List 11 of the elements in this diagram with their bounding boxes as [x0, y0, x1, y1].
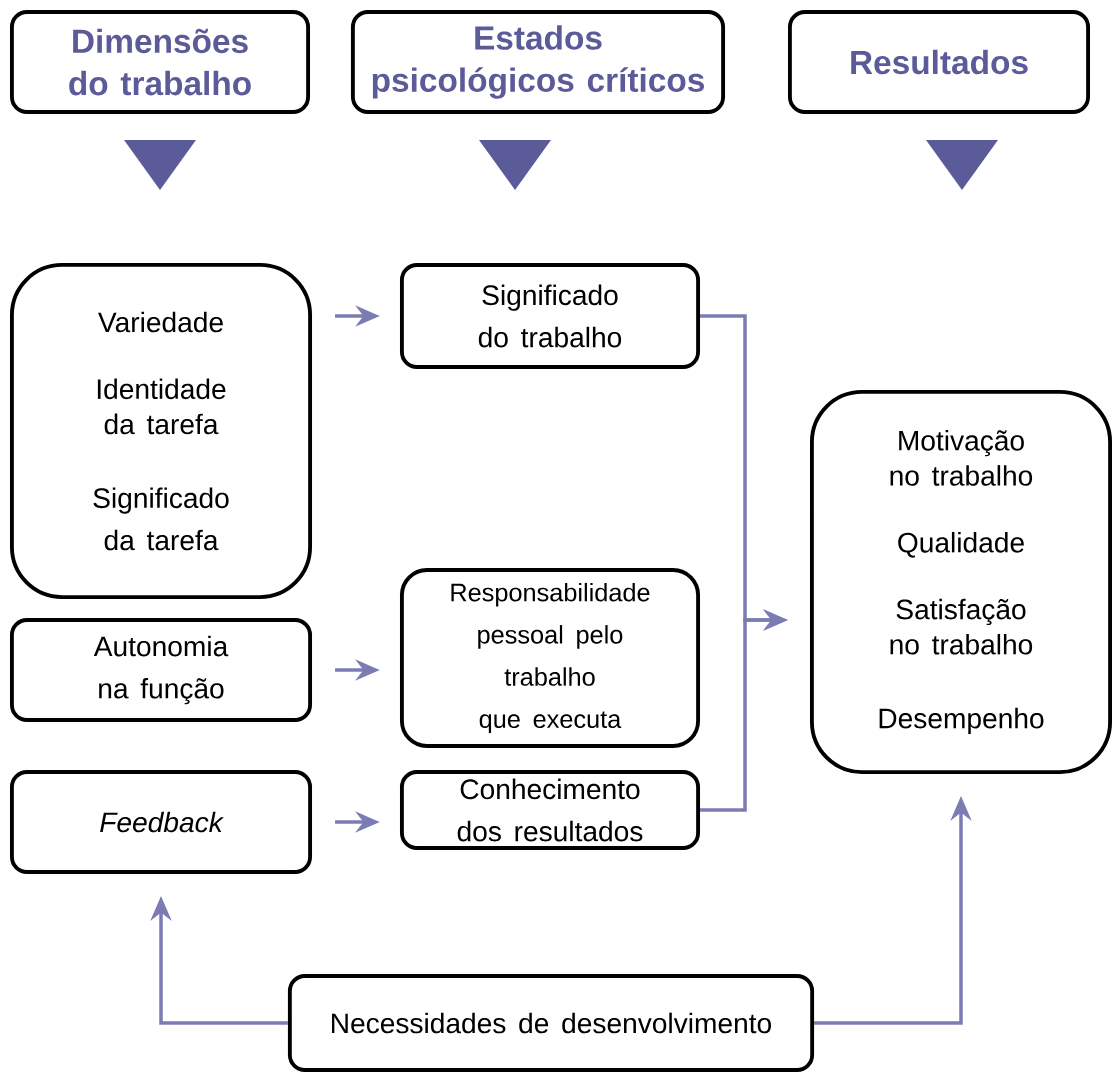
process-box: Significado do trabalho [399, 263, 700, 369]
process-box: Responsabilidade pessoal pelo trabalho que executa [399, 568, 700, 748]
header-box: Dimensões do trabalho [10, 10, 311, 114]
process-box: Autonomia na função [10, 618, 313, 722]
process-box: Variedade Identidade da tarefa Significado da tarefa [10, 262, 313, 600]
header-box: Resultados [787, 10, 1090, 114]
header-box: Estados psicológicos críticos [350, 10, 726, 114]
process-box: Conhecimento dos resultados [399, 770, 700, 850]
process-box: Motivação no trabalho Qualidade Satisfação no trabalho Desempenho [810, 389, 1112, 775]
process-box: Feedback [10, 770, 313, 874]
process-box: Necessidades de desenvolvimento [287, 974, 815, 1072]
